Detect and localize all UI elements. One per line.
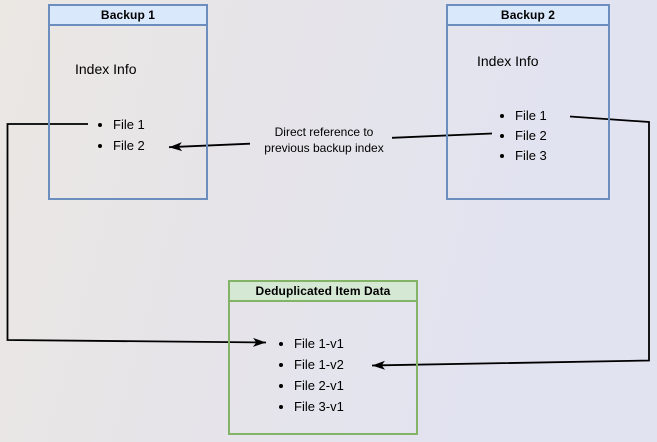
file-list-item: File 1: [515, 106, 547, 126]
backup2-box: Backup 2: [446, 4, 610, 200]
dedup-file-list: File 1-v1File 1-v2File 2-v1File 3-v1: [277, 333, 344, 417]
backup1-title: Backup 1: [50, 6, 206, 26]
file-list-item: File 3-v1: [294, 396, 344, 417]
backup1-index-info-label: Index Info: [75, 61, 137, 77]
backup2-title: Backup 2: [448, 6, 608, 26]
connector-label-line1: Direct reference to: [274, 125, 374, 139]
file-list-item: File 1-v2: [294, 354, 344, 375]
file-list-item: File 2-v1: [294, 375, 344, 396]
backup2-file-list: File 1File 2File 3: [498, 106, 547, 166]
file-list-item: File 1: [113, 114, 145, 135]
backup1-box: Backup 1: [48, 4, 208, 200]
connector-label: Direct reference to previous backup inde…: [244, 124, 404, 156]
connector-label-line2: previous backup index: [264, 141, 384, 155]
dedup-box: Deduplicated Item Data: [228, 280, 418, 435]
file-list-item: File 1-v1: [294, 333, 344, 354]
backup1-file-list: File 1File 2: [96, 114, 145, 156]
dedup-title: Deduplicated Item Data: [230, 282, 416, 302]
file-list-item: File 3: [515, 146, 547, 166]
backup2-index-info-label: Index Info: [477, 53, 539, 69]
file-list-item: File 2: [113, 135, 145, 156]
file-list-item: File 2: [515, 126, 547, 146]
